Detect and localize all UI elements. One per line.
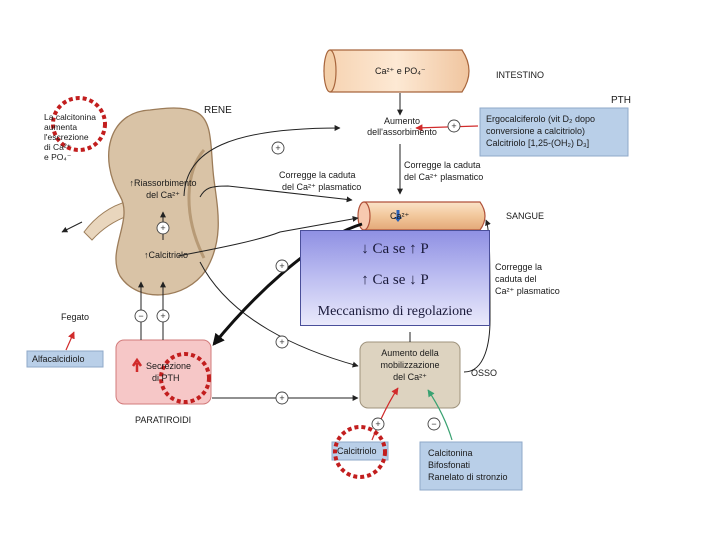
label-paratiroidi: PARATIROIDI — [135, 415, 192, 425]
sign-plus-8: + — [375, 419, 380, 429]
drugs-line-3: Ranelato di stronzio — [428, 472, 508, 482]
calcitriolo-drug-box — [331, 441, 389, 461]
plus-sign-kidney-mid — [156, 221, 170, 235]
overlay-line-2: ↑ Ca se ↓ P — [361, 272, 429, 288]
label-osso: OSSO — [471, 368, 498, 378]
highlight-calcitriolo — [333, 425, 387, 479]
highlight-calcitonina — [51, 96, 107, 152]
plus-sign-kidney-top — [271, 141, 285, 155]
overlay-line-3: Meccanismo di regolazione — [317, 304, 473, 319]
label-intestino: INTESTINO — [496, 70, 545, 80]
plus-sign-blood-left — [275, 259, 289, 273]
plus-sign-bone-feed — [371, 417, 385, 431]
sign-minus-2: − — [431, 419, 436, 429]
label-mobilizzazione-3: del Ca²⁺ — [393, 372, 427, 382]
highlight-secrezione — [159, 352, 211, 404]
label-corregge-kid-2: del Ca²⁺ plasmatico — [282, 182, 362, 192]
alfacalcidiolo-label: Alfacalcidiolo — [32, 354, 85, 364]
ergo-line-2: conversione a calcitriolo) — [486, 126, 586, 136]
label-intestine-content: Ca²⁺ e PO₄⁻ — [375, 66, 426, 76]
sign-circles — [134, 119, 461, 431]
up-arrow-icon — [131, 357, 143, 372]
label-secrezione-2: di PTH — [152, 373, 180, 383]
label-secrezione-1: Secrezione — [146, 361, 192, 371]
plus-sign-parathyroid-2 — [156, 309, 170, 323]
calcitriolo-drug-label: Calcitriolo — [337, 446, 377, 456]
label-rene: RENE — [204, 105, 232, 116]
label-mobilizzazione-2: mobilizzazione — [380, 360, 440, 370]
label-calcitonina-3: l'escrezione — [44, 132, 89, 142]
label-mobilizzazione-1: Aumento della — [381, 348, 439, 358]
minus-sign-bone-feed — [427, 417, 441, 431]
label-corregge-bone-3: Ca²⁺ plasmatico — [495, 286, 560, 296]
highlight-circles — [51, 96, 387, 479]
label-calcitonina-5: e PO₄⁻ — [44, 152, 72, 162]
sign-plus-2: + — [275, 143, 280, 153]
overlay-line-1: ↓ Ca se ↑ P — [361, 241, 429, 257]
label-corregge-int-1: Corregge la caduta — [404, 160, 481, 170]
blood-vessel — [357, 201, 486, 231]
plus-sign-bone-top — [275, 335, 289, 349]
alfacalcidiolo-box — [26, 350, 104, 368]
sign-minus-1: − — [138, 311, 143, 321]
label-corregge-kid-1: Corregge la caduta — [279, 170, 356, 180]
label-aumento-1: Aumento — [383, 116, 421, 126]
drugs-line-1: Calcitonina — [428, 448, 473, 458]
ergo-line-3: Calcitriolo [1,25-(OH₂) D₃] — [486, 138, 590, 148]
sign-text: + + + + + − + + + − — [138, 121, 456, 429]
label-corregge-bone-2: caduta del — [495, 274, 537, 284]
label-calcitonina-2: aumenta — [44, 122, 78, 132]
sign-plus-6: + — [160, 311, 165, 321]
label-riassorbimento-1: ↑Riassorbimento — [129, 178, 197, 188]
sign-plus-3: + — [160, 223, 165, 233]
label-calcitriolo-kidney: ↑Calcitriolo — [144, 250, 189, 260]
plus-sign-intestine — [447, 119, 461, 133]
sign-plus-7: + — [279, 393, 284, 403]
sign-plus-1: + — [451, 121, 456, 131]
label-aumento-2: dell'assorbimento — [367, 127, 437, 137]
label-pth-top: PTH — [611, 95, 631, 106]
ergocalciferolo-box — [479, 107, 629, 157]
label-fegato: Fegato — [61, 312, 90, 322]
drugs-line-2: Bifosfonati — [428, 460, 471, 470]
label-blood-content: Ca²⁺ — [390, 211, 410, 221]
label-corregge-int-2: del Ca²⁺ plasmatico — [404, 172, 484, 182]
minus-sign-parathyroid-1 — [134, 309, 148, 323]
kidney-shape — [108, 107, 219, 296]
drugs-box — [419, 441, 523, 491]
sign-plus-4: + — [279, 261, 284, 271]
label-sangue: SANGUE — [506, 211, 545, 221]
intestine-tube — [323, 49, 470, 93]
label-riassorbimento-2: del Ca²⁺ — [146, 190, 180, 200]
sign-plus-5: + — [279, 337, 284, 347]
plus-sign-bone-bottom — [275, 391, 289, 405]
label-calcitonina-4: di Ca²⁺ — [44, 142, 72, 152]
parathyroid-box — [115, 339, 212, 405]
arrows-red — [65, 124, 479, 441]
arrow-green — [427, 389, 453, 441]
ergo-line-1: Ergocalciferolo (vit D₂ dopo — [486, 114, 596, 124]
label-corregge-bone-1: Corregge la — [495, 262, 543, 272]
label-calcitonina-1: La calcitonina — [44, 112, 96, 122]
regulation-overlay: ↓ Ca se ↑ P ↑ Ca se ↓ P Meccanismo di re… — [300, 230, 490, 326]
